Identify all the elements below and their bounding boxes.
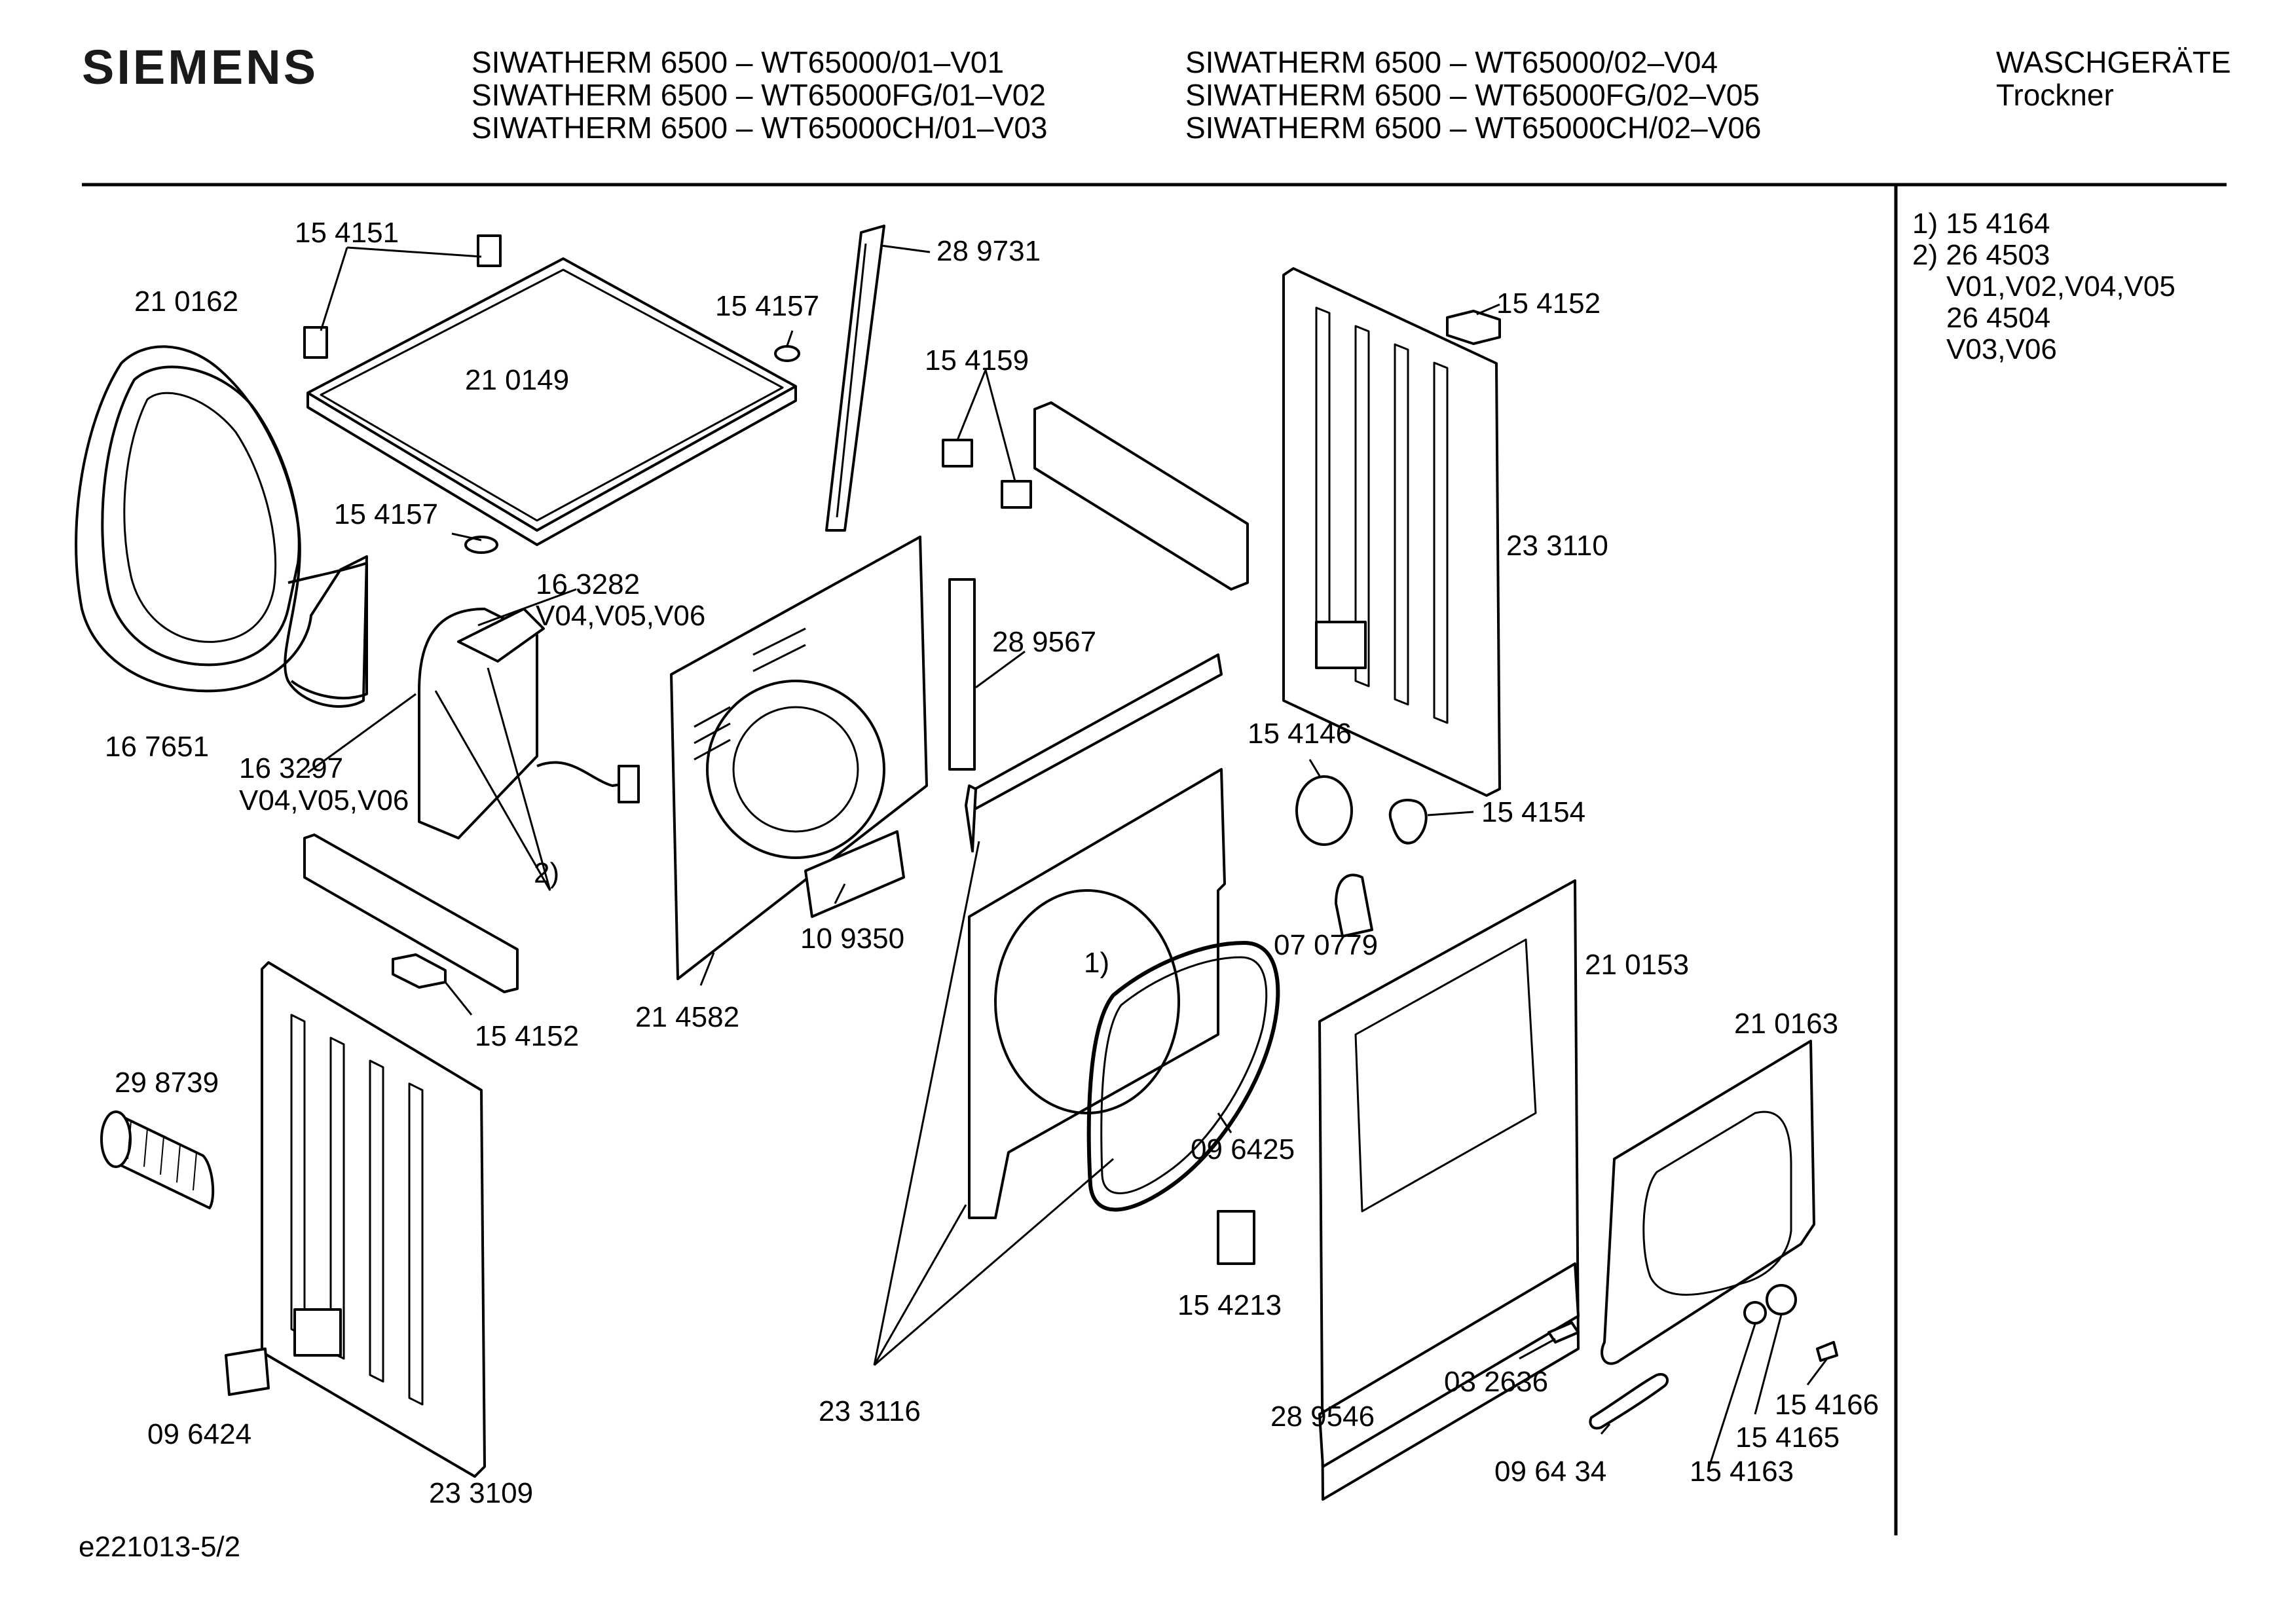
- part-label: V04,V05,V06: [536, 600, 705, 632]
- model-line: SIWATHERM 6500 – WT65000FG/01–V02: [472, 78, 1046, 112]
- model-line: SIWATHERM 6500 – WT65000CH/01–V03: [472, 111, 1048, 145]
- clip-part: [1001, 480, 1032, 509]
- bellows-part: [1335, 873, 1373, 938]
- category-block: WASCHGERÄTE Trockner: [1996, 46, 2231, 111]
- part-label: V04,V05,V06: [239, 784, 409, 816]
- brand-logo: SIEMENS: [82, 40, 319, 94]
- model-line: SIWATHERM 6500 – WT65000CH/02–V06: [1185, 111, 1762, 145]
- note-line: V01,V02,V04,V05: [1946, 270, 2176, 302]
- model-line: SIWATHERM 6500 – WT65000/01–V01: [472, 45, 1005, 79]
- model-line: SIWATHERM 6500 – WT65000/02–V04: [1185, 45, 1718, 79]
- part-label: 07 0779: [1274, 929, 1378, 961]
- clip-part: [942, 439, 973, 467]
- block-part: [392, 953, 447, 989]
- part-label: 21 0162: [134, 285, 238, 318]
- side-panel-window: [293, 1308, 342, 1357]
- part-labels: 15 4151 21 0162 21 0149 15 4157 15 4157 …: [105, 217, 1879, 1509]
- note-line: V03,V06: [1946, 333, 2057, 365]
- part-label: 15 4159: [925, 344, 1029, 376]
- subcategory-label: Trockner: [1996, 78, 2114, 112]
- front-frame: [968, 768, 1226, 1219]
- lint-filter: [1295, 775, 1353, 846]
- lower-rail: [303, 833, 519, 993]
- part-label: 09 6424: [147, 1418, 251, 1450]
- part-label: 23 3116: [819, 1395, 921, 1427]
- switch-part: [1217, 1210, 1255, 1265]
- part-label: 15 4146: [1248, 718, 1352, 750]
- part-label: 23 3109: [429, 1477, 533, 1509]
- door-seal: [1086, 941, 1280, 1212]
- part-label: 28 9546: [1270, 1401, 1375, 1433]
- rear-duct-housing: [75, 345, 368, 708]
- part-label: 09 6425: [1191, 1133, 1295, 1165]
- part-label: 15 4154: [1481, 796, 1585, 828]
- part-label: 15 4166: [1775, 1389, 1879, 1421]
- part-label: 15 4151: [295, 217, 399, 249]
- footnotes: 1) 15 4164 2) 26 4503 V01,V02,V04,V05 26…: [1912, 208, 2176, 365]
- model-list-left: SIWATHERM 6500 – WT65000/01–V01 SIWATHER…: [472, 46, 1047, 144]
- part-label: 16 3297: [239, 752, 343, 784]
- connector-part: [618, 765, 640, 803]
- part-label: 15 4152: [475, 1020, 579, 1052]
- part-label: 15 4152: [1496, 287, 1601, 320]
- knob-part: [1388, 798, 1428, 845]
- clip-part: [477, 234, 502, 267]
- bracket-rail: [1033, 401, 1249, 591]
- model-line: SIWATHERM 6500 – WT65000FG/02–V05: [1185, 78, 1760, 112]
- plug-part: [774, 345, 800, 362]
- screw-part: [1547, 1321, 1580, 1344]
- part-label: 10 9350: [800, 923, 904, 955]
- part-label: 15 4165: [1735, 1421, 1840, 1454]
- part-label: 16 3282: [536, 568, 640, 600]
- front-frame-top: [968, 653, 1223, 810]
- model-list-right: SIWATHERM 6500 – WT65000/02–V04 SIWATHER…: [1185, 46, 1761, 144]
- small-part: [1743, 1301, 1767, 1325]
- vertical-strip: [825, 225, 885, 532]
- note-line: 2) 26 4503: [1912, 239, 2050, 271]
- small-part: [1816, 1341, 1838, 1362]
- part-label: 15 4163: [1690, 1456, 1794, 1488]
- exhaust-hose: [100, 1110, 215, 1209]
- part-label: 29 8739: [115, 1067, 219, 1099]
- part-label: 21 4582: [635, 1001, 739, 1033]
- block-part: [1446, 310, 1501, 345]
- part-label: 03 2636: [1444, 1366, 1548, 1398]
- rear-wall-duct: [804, 830, 905, 918]
- small-part: [1766, 1284, 1797, 1315]
- part-label: 09 64 34: [1494, 1456, 1606, 1488]
- leader-lines: [307, 244, 1828, 1467]
- part-label: 15 4157: [334, 498, 438, 530]
- note-line: 26 4504: [1946, 302, 2051, 334]
- part-label: 15 4213: [1177, 1289, 1282, 1321]
- part-label: 21 0153: [1585, 949, 1689, 981]
- category-label: WASCHGERÄTE: [1996, 45, 2231, 79]
- part-label: 28 9567: [992, 626, 1096, 658]
- note-line: 1) 15 4164: [1912, 208, 2050, 240]
- clip-part: [303, 326, 328, 359]
- cover-plate: [225, 1347, 270, 1396]
- door-gasket: [1589, 1373, 1669, 1430]
- kick-strip: [1318, 1262, 1580, 1468]
- part-label: 23 3110: [1506, 530, 1608, 562]
- drawing-code: e221013-5/2: [79, 1531, 241, 1563]
- plug-part: [464, 536, 498, 554]
- part-label: 28 9731: [936, 235, 1041, 267]
- part-label: 21 0163: [1734, 1008, 1838, 1040]
- part-label: 15 4157: [715, 290, 819, 322]
- side-panel-window: [1315, 621, 1367, 669]
- part-label: 2): [534, 857, 559, 889]
- part-label: 21 0149: [465, 364, 569, 396]
- cable-duct: [948, 578, 976, 771]
- part-label: 1): [1084, 947, 1109, 979]
- part-label: 16 7651: [105, 731, 209, 763]
- heater-box: [418, 608, 538, 839]
- left-side-panel: [261, 961, 486, 1478]
